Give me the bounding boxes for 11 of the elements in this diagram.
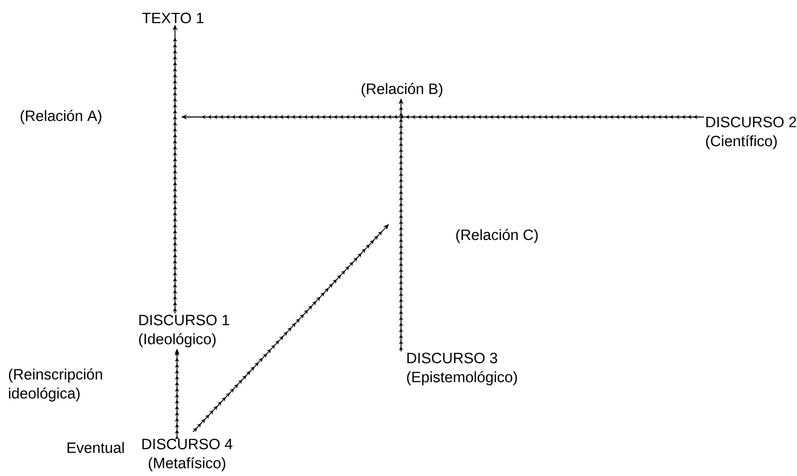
- node-text: TEXTO 1: [142, 12, 204, 24]
- relation-label: (Reinscripción ideológica): [8, 368, 102, 402]
- node-text: DISCURSO 3 (Epistemológico): [407, 352, 517, 386]
- node-text: (Relación B): [362, 82, 442, 98]
- node-text: DISCURSO 4 (Metafísico): [142, 438, 232, 472]
- node-text: DISCURSO 2 (Científico): [706, 116, 796, 150]
- relation-label: (Relación C): [456, 228, 538, 244]
- relation-label: (Relación A): [20, 110, 102, 124]
- arrow: [192, 224, 389, 432]
- side-note: Eventual: [68, 442, 124, 453]
- node-text: DISCURSO 1 (Ideológico): [139, 314, 230, 348]
